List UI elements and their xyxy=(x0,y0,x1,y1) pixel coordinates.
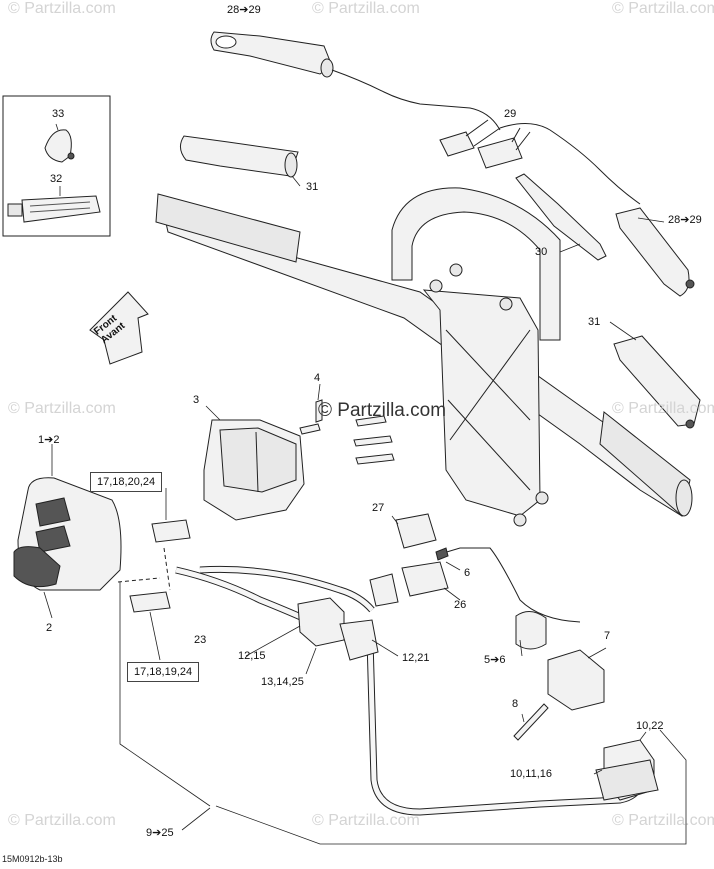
callout-31-left: 31 xyxy=(306,181,319,193)
watermark: © Partzilla.com xyxy=(312,812,420,829)
part-28-heated-grip-top xyxy=(210,31,334,78)
diagram-reference-code: 15M0912b-13b xyxy=(2,854,63,864)
watermark: © Partzilla.com xyxy=(612,0,714,17)
watermark: © Partzilla.com xyxy=(8,0,116,17)
callout-4: 4 xyxy=(314,372,321,384)
callout-12-21: 12,21 xyxy=(402,652,430,664)
part-33-clip xyxy=(44,129,75,163)
part-7-plug xyxy=(547,649,605,711)
part-30-grip-right xyxy=(515,173,607,261)
callout-6: 6 xyxy=(464,567,471,579)
callout-12-15: 12,15 xyxy=(238,650,266,662)
callout-10-11-16: 10,11,16 xyxy=(510,768,553,780)
callout-1-2: 1➔2 xyxy=(38,434,60,446)
watermark-main: © Partzilla.com xyxy=(318,400,446,422)
grip-wire-top xyxy=(331,69,501,131)
watermark: © Partzilla.com xyxy=(612,812,714,829)
callout-7: 7 xyxy=(604,630,611,642)
part-12-15-connector xyxy=(297,597,379,661)
part-8-pin xyxy=(513,703,549,741)
callout-2: 2 xyxy=(46,622,53,634)
front-direction-arrow xyxy=(89,291,149,365)
callout-10-22: 10,22 xyxy=(636,720,664,732)
callout-31-right: 31 xyxy=(588,316,601,328)
boxed-label-17-18-20-24: 17,18,20,24 xyxy=(90,472,163,492)
callout-30: 30 xyxy=(535,246,548,258)
part-26-connector xyxy=(369,561,449,607)
leader-lines xyxy=(43,123,665,831)
callout-8: 8 xyxy=(512,698,519,710)
watermark: © Partzilla.com xyxy=(8,400,116,417)
part-31-grip-left xyxy=(180,135,299,178)
part-32-grease-tube xyxy=(7,195,101,223)
boxed-label-17-18-19-24: 17,18,19,24 xyxy=(127,662,200,682)
copyright-symbol: © xyxy=(318,400,332,421)
part-1-switch-housing xyxy=(13,477,122,591)
part-4-screws xyxy=(299,399,395,465)
part-31-grip-right xyxy=(613,335,701,429)
callout-13-14-25: 13,14,25 xyxy=(261,676,304,688)
callout-29: 29 xyxy=(504,108,517,120)
handlebar xyxy=(155,193,693,517)
watermark: © Partzilla.com xyxy=(312,0,420,17)
callout-28-29-top: 28➔29 xyxy=(227,4,261,16)
watermark-brand: Partzilla.com xyxy=(337,400,447,421)
connector-lower xyxy=(129,591,171,613)
watermark: © Partzilla.com xyxy=(612,400,714,417)
callout-23: 23 xyxy=(194,634,207,646)
callout-3: 3 xyxy=(193,394,200,406)
callout-28-29-right: 28➔29 xyxy=(668,214,702,226)
connector-upper xyxy=(151,519,191,543)
callout-5-6: 5➔6 xyxy=(484,654,506,666)
part-29-connectors xyxy=(439,119,641,205)
callout-32: 32 xyxy=(50,173,63,185)
part-3-housing-cover xyxy=(203,419,305,521)
kit-outline xyxy=(119,582,687,845)
callout-26: 26 xyxy=(454,599,467,611)
callout-9-25: 9➔25 xyxy=(146,827,174,839)
watermark: © Partzilla.com xyxy=(8,812,116,829)
callout-27: 27 xyxy=(372,502,385,514)
part-27-connector xyxy=(395,513,437,549)
part-6-terminal xyxy=(435,547,581,623)
handlebar-riser xyxy=(391,187,561,527)
part-28-heated-grip-right xyxy=(615,207,695,297)
callout-33: 33 xyxy=(52,108,65,120)
part-10-module xyxy=(595,739,659,801)
part-5-switch xyxy=(515,611,547,650)
